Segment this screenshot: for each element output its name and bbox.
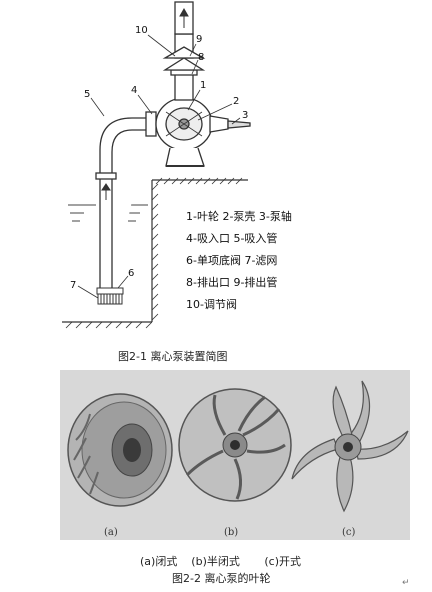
foot-valve-strainer	[96, 287, 124, 305]
figure1-caption: 图2-1 离心泵装置简图	[118, 350, 228, 363]
impeller-types-line: (a)闭式 (b)半闭式 (c)开式	[140, 555, 301, 568]
callout-10: 10	[135, 25, 148, 36]
legend-line-1: 1-叶轮 2-泵壳 3-泵轴	[186, 210, 292, 223]
open-impeller	[291, 380, 409, 513]
suction-flow-arrow	[101, 183, 111, 200]
callout-4: 4	[131, 85, 137, 96]
legend-line-2: 4-吸入口 5-吸入管	[186, 232, 278, 245]
ground-wall	[62, 177, 248, 329]
semi-closed-impeller	[178, 388, 292, 502]
callout-1: 1	[200, 80, 206, 91]
figure2-caption: 图2-2 离心泵的叶轮	[172, 572, 271, 585]
closed-impeller	[67, 393, 173, 507]
pump-installation-diagram: 10 9 8 1 2 3 4 5 6 7	[62, 1, 251, 329]
callout-7: 7	[70, 280, 76, 291]
callout-9: 9	[196, 34, 202, 45]
callout-2: 2	[233, 96, 239, 107]
subfigure-label-c: (c)	[342, 527, 356, 538]
callout-6: 6	[128, 268, 134, 279]
suction-pipe	[95, 117, 148, 290]
pump-casing	[145, 97, 251, 167]
legend-line-4: 8-排出口 9-排出管	[186, 276, 278, 289]
callout-5: 5	[84, 89, 90, 100]
discharge-flow-arrow	[179, 7, 189, 28]
subfigure-label-b: (b)	[224, 527, 239, 538]
legend-line-5: 10-调节阀	[186, 298, 237, 311]
legend-line-3: 6-单项底阀 7-滤网	[186, 254, 278, 267]
subfigure-label-a: (a)	[104, 527, 118, 538]
callout-3: 3	[242, 110, 248, 121]
impeller-photo	[60, 370, 410, 540]
callout-leaders	[77, 34, 241, 299]
callout-8: 8	[198, 52, 204, 63]
paragraph-return-mark: ↵	[402, 578, 410, 588]
discharge-pipe	[162, 1, 206, 101]
